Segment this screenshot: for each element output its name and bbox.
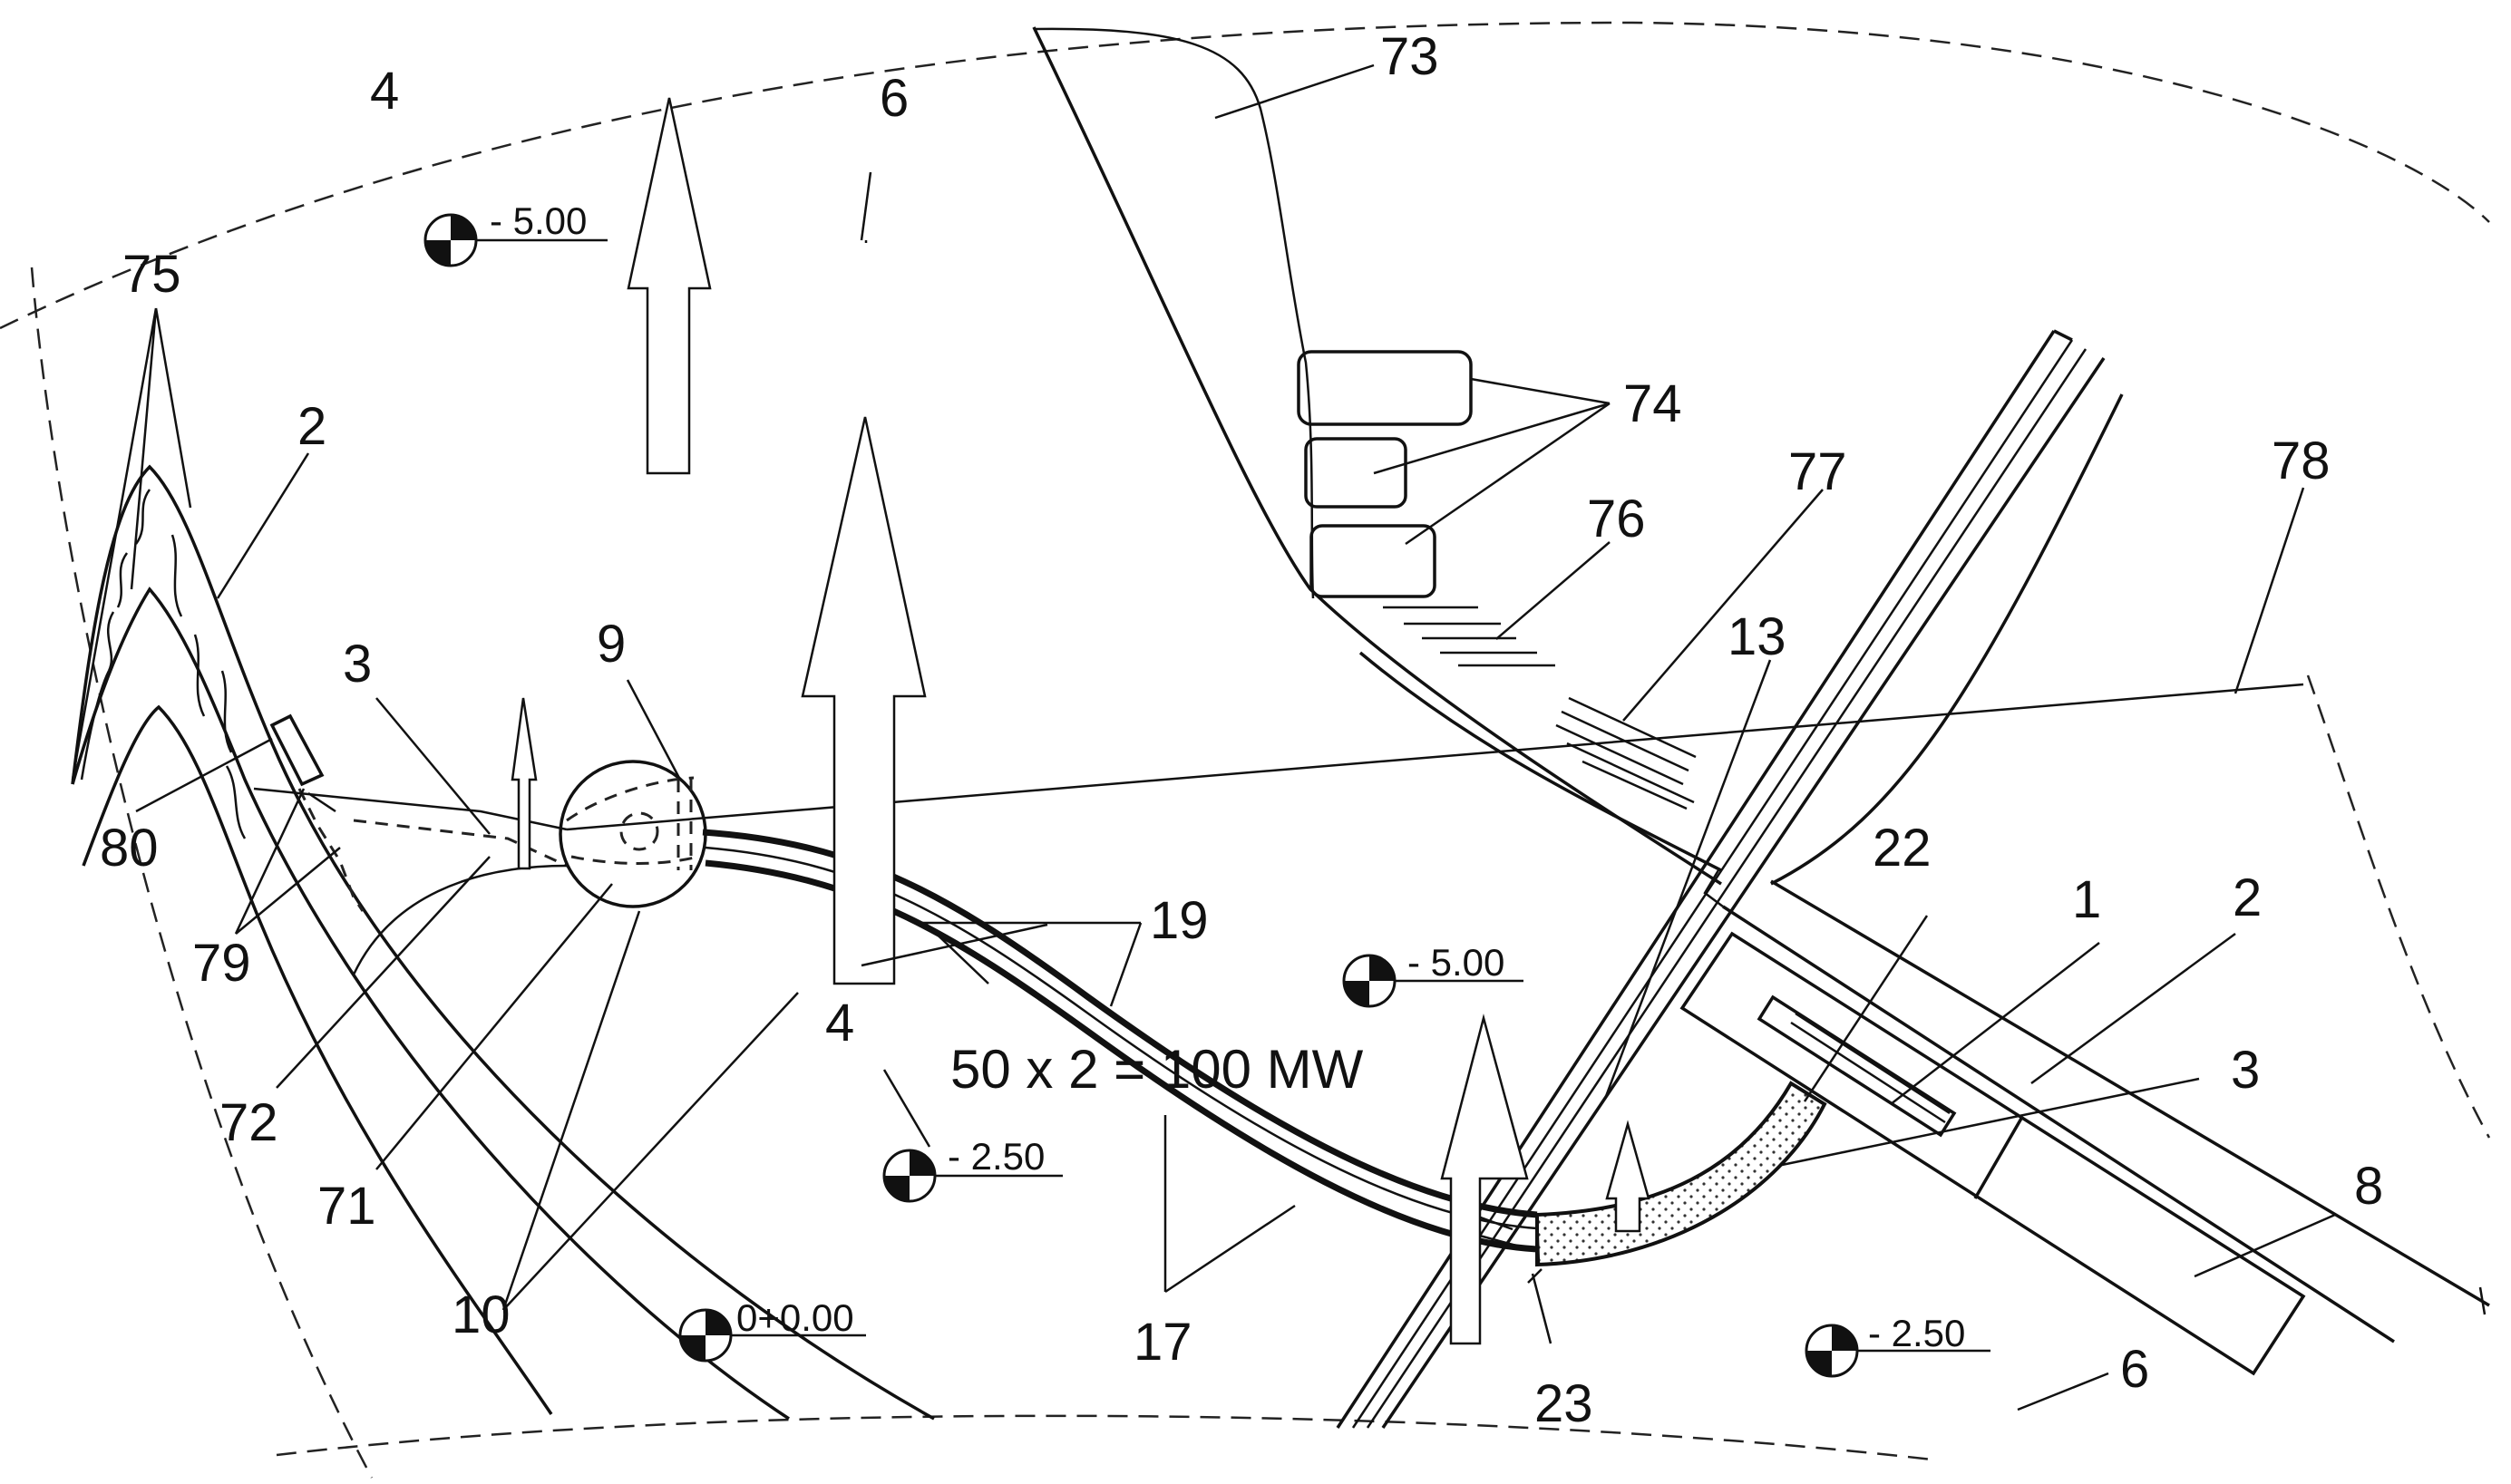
elevation-marker-4: [678, 1308, 866, 1363]
elevation-marker-3: [882, 1149, 1063, 1203]
label-72: 72: [219, 1093, 278, 1152]
coast-left: [71, 464, 935, 1421]
dotted-segment-23: [1475, 1081, 1827, 1267]
structure-80: [269, 713, 336, 813]
hatch-76: [1383, 606, 1555, 667]
label-75: 75: [122, 245, 181, 304]
label-9: 9: [597, 615, 626, 674]
elevation-marker-1: [423, 213, 608, 267]
wind-arrows: [511, 97, 1650, 1345]
label-6: 6: [2120, 1340, 2149, 1399]
label-4: 4: [370, 62, 399, 121]
label-8: 8: [2354, 1157, 2383, 1216]
label-80: 80: [100, 819, 159, 878]
capacity-label: 50 x 2 = 100 MW: [950, 1039, 1364, 1100]
elevation-value: - 2.50: [1868, 1312, 1965, 1354]
elevation-value: - 5.00: [1407, 941, 1504, 984]
label-77: 77: [1788, 442, 1847, 501]
label-4: 4: [825, 994, 854, 1052]
label-10: 10: [452, 1285, 511, 1344]
label-79: 79: [192, 934, 251, 993]
shoreline-73: [1032, 26, 1722, 886]
elevation-value: 0+0.00: [736, 1296, 854, 1339]
label-2: 2: [297, 397, 326, 456]
label-1: 1: [2072, 870, 2101, 929]
label-2: 2: [2233, 868, 2262, 927]
leader-lines: [71, 63, 2336, 1411]
elevation-value: - 2.50: [948, 1135, 1045, 1178]
label-78: 78: [2272, 432, 2331, 490]
label-13: 13: [1728, 607, 1786, 666]
reference-numerals: 4 6 73 75 2 74 76 77 78 3 9 13 80 22 19 …: [100, 27, 2383, 1433]
label-3: 3: [2231, 1041, 2260, 1100]
label-76: 76: [1587, 490, 1646, 548]
label-19: 19: [1150, 891, 1209, 950]
hatch-77: [1555, 696, 1697, 810]
label-23: 23: [1534, 1374, 1593, 1433]
label-73: 73: [1380, 27, 1439, 86]
label-74: 74: [1623, 374, 1682, 433]
elevation-value: - 5.00: [490, 199, 587, 242]
elevation-markers: - 5.00 - 5.00 - 2.50 0+0.00 - 2.50: [423, 199, 1990, 1378]
elevation-marker-5: [1805, 1324, 1990, 1378]
label-6: 6: [880, 69, 909, 128]
label-17: 17: [1134, 1313, 1192, 1372]
buildings-74: [1297, 350, 1473, 598]
building-8: [1679, 931, 2306, 1376]
label-71: 71: [317, 1177, 376, 1236]
label-3: 3: [343, 635, 372, 694]
intake-circle-9: [559, 760, 707, 908]
site-boundary: [0, 21, 2491, 1479]
elevation-marker-2: [1342, 954, 1523, 1008]
label-22: 22: [1873, 819, 1932, 878]
